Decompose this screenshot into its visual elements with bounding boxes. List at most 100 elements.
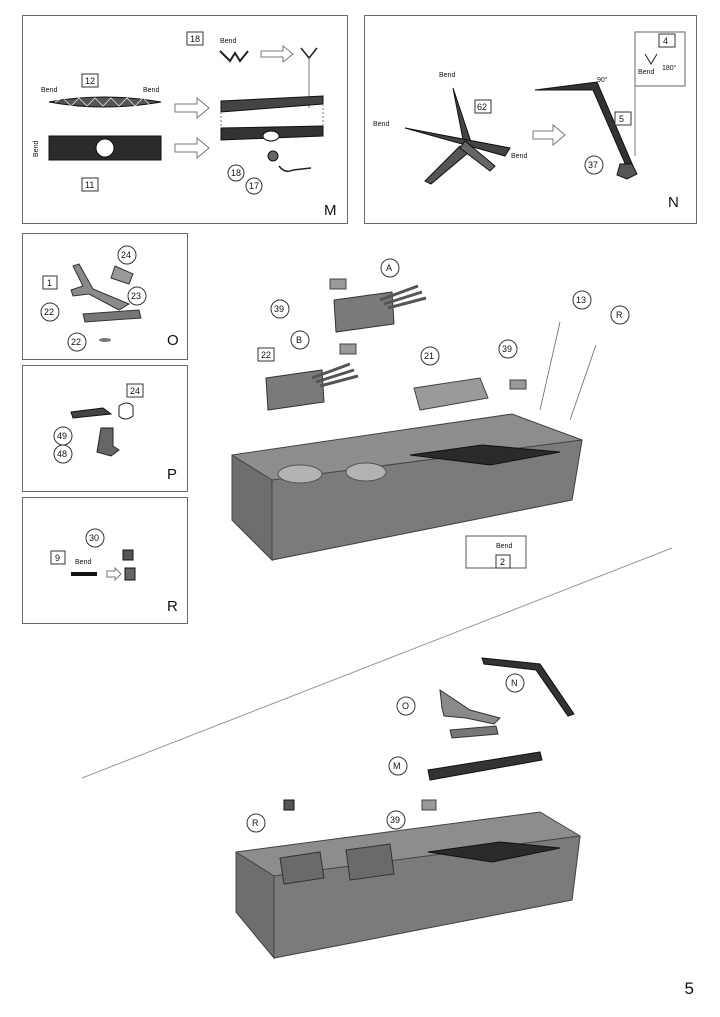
callout-circle-13 <box>572 290 592 310</box>
callout-circle-37 <box>584 155 604 175</box>
callout-circle-39a <box>270 299 290 319</box>
floatplane-tail <box>110 265 134 285</box>
callout-box-9 <box>50 550 66 565</box>
callout-r-top: R <box>616 310 623 320</box>
callout-49: 49 <box>57 431 67 441</box>
part-r-assembled <box>283 799 295 811</box>
angle-note-2: 180° <box>662 64 677 72</box>
panel-r: 30 9 Bend R <box>22 497 188 624</box>
hull-section-top <box>231 413 583 561</box>
arrow-icon <box>106 566 122 582</box>
callout-circle-b <box>290 330 310 350</box>
part-18-etch <box>219 50 249 63</box>
callout-circle-r-top <box>610 305 630 325</box>
gun-barrel <box>379 284 419 302</box>
floatplane-float <box>82 309 142 323</box>
callout-circle-48 <box>53 444 73 464</box>
part-4-etch <box>644 53 658 65</box>
crane-etch-arm-2 <box>404 127 511 157</box>
callout-r-bottom: R <box>252 818 259 828</box>
callout-39: 39 <box>390 815 400 825</box>
callout-4: 4 <box>663 36 668 46</box>
part-18-disc <box>267 150 279 162</box>
hull-section-bottom <box>235 811 581 959</box>
panel-o-drawing: 24 1 23 22 22 <box>40 245 147 352</box>
floatplane-float <box>449 725 499 739</box>
barbette-ring-2 <box>345 462 387 482</box>
callout-22b: 22 <box>71 337 81 347</box>
bend-label: Bend <box>496 543 512 550</box>
callout-39b: 39 <box>502 344 512 354</box>
panel-letter-r: R <box>167 598 178 615</box>
callout-m: M <box>393 761 401 771</box>
arrow-icon <box>260 44 294 64</box>
hull-stern-face <box>235 851 275 960</box>
guide-line <box>539 321 561 411</box>
callout-37: 37 <box>588 160 598 170</box>
panel-m: 18 Bend 12 Bend Bend Bend 11 18 17 <box>22 15 348 224</box>
part-18-folded <box>300 47 318 60</box>
panel-p-drawing: 24 49 48 <box>53 383 144 464</box>
hull-side <box>273 835 581 959</box>
guide-line <box>569 344 597 421</box>
callout-18-top: 18 <box>190 34 200 44</box>
callout-circle-17 <box>245 177 263 195</box>
callout-box-1 <box>42 275 58 290</box>
callout-o: O <box>402 701 409 711</box>
truss-pattern <box>54 97 152 107</box>
callout-48: 48 <box>57 449 67 459</box>
panel-letter-o: O <box>167 332 179 349</box>
callout-circle-m <box>388 756 408 776</box>
part-17-wire <box>278 165 312 173</box>
panel-letter-p: P <box>167 466 178 483</box>
bend-label: Bend <box>511 153 527 160</box>
gun-barrel <box>383 290 423 306</box>
arrow-icon <box>174 96 210 120</box>
panel-n-drawing: Bend Bend Bend 62 90° 4 Bend 180° 5 37 <box>373 31 686 185</box>
plate-hole <box>95 138 115 158</box>
callout-circle-39 <box>386 810 406 830</box>
turret-a-installed <box>345 843 395 881</box>
callout-13: 13 <box>576 295 586 305</box>
turret-b-installed <box>279 851 325 885</box>
callout-23: 23 <box>131 291 141 301</box>
gun-barrel <box>387 296 427 310</box>
gun-barrel <box>315 368 355 384</box>
bend-label: Bend <box>41 87 57 94</box>
bend-label: Bend <box>75 559 91 566</box>
deck-opening <box>409 444 561 466</box>
callout-circle-22b <box>67 332 87 352</box>
callout-62: 62 <box>477 102 487 112</box>
part-21-plate <box>413 377 489 411</box>
crane-etch-arm-3 <box>424 145 470 185</box>
callout-b: B <box>296 335 302 345</box>
callout-circle-o <box>396 696 416 716</box>
part-30 <box>122 549 134 561</box>
part-22-stand <box>99 338 111 342</box>
detail-inset <box>465 535 527 569</box>
callout-circle-r-bottom <box>246 813 266 833</box>
turret-a <box>333 291 395 333</box>
callout-a: A <box>386 263 392 273</box>
part-39-top-2 <box>339 343 357 355</box>
callout-12: 12 <box>85 76 95 86</box>
bend-label: Bend <box>638 69 654 76</box>
catapult-top <box>220 95 324 113</box>
callout-box-4 <box>658 33 676 48</box>
panel-letter-m: M <box>324 202 337 219</box>
callout-circle-n <box>505 673 525 693</box>
callout-circle-22a <box>40 302 60 322</box>
callout-2: 2 <box>500 557 505 567</box>
arrow-icon <box>532 123 566 147</box>
catapult-installed <box>427 751 543 781</box>
callout-box-2 <box>495 554 511 569</box>
hull-side <box>271 439 583 561</box>
bend-label: Bend <box>143 87 159 94</box>
callout-21: 21 <box>424 351 434 361</box>
panel-n: Bend Bend Bend 62 90° 4 Bend 180° 5 37 N <box>364 15 697 224</box>
angle-note-1: 90° <box>597 76 608 84</box>
part-39-bottom <box>421 799 437 811</box>
panel-o: 24 1 23 22 22 O <box>22 233 188 360</box>
callout-24: 24 <box>121 250 131 260</box>
part-assembled <box>124 567 136 581</box>
